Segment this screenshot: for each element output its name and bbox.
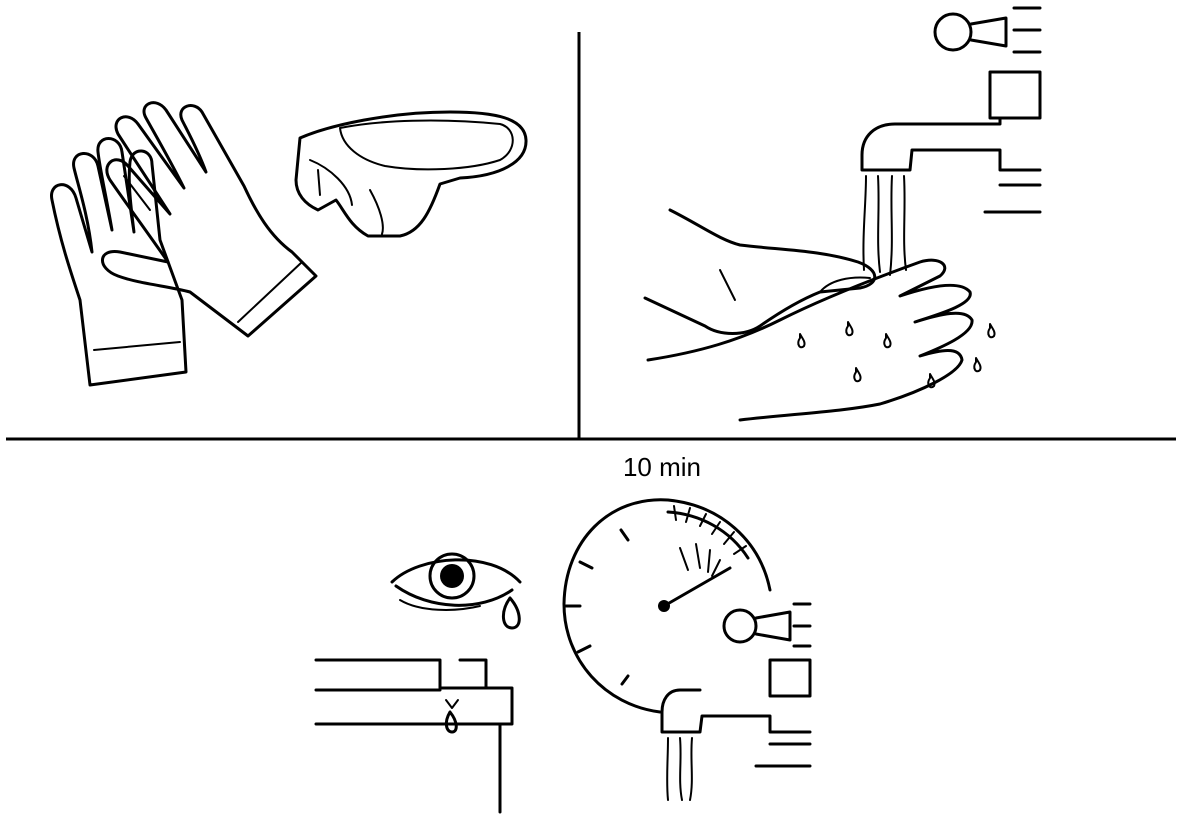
faucet-icon (660, 602, 812, 801)
hand-washing-panel (643, 6, 1042, 422)
time-label: 10 min (623, 452, 701, 482)
safety-goggles-icon (294, 110, 528, 238)
faucet-icon (860, 6, 1042, 214)
water-stream (862, 175, 907, 276)
glove-front (101, 101, 318, 338)
washing-hands-icon (643, 208, 974, 422)
timer-icon (562, 498, 772, 714)
protective-equipment-panel (50, 101, 528, 387)
water-drops (797, 321, 996, 389)
gloves-icon (50, 101, 318, 387)
eye-icon (390, 552, 522, 630)
eye-rinse-panel: 10 min (314, 452, 812, 814)
eyewash-station-icon (314, 658, 514, 814)
